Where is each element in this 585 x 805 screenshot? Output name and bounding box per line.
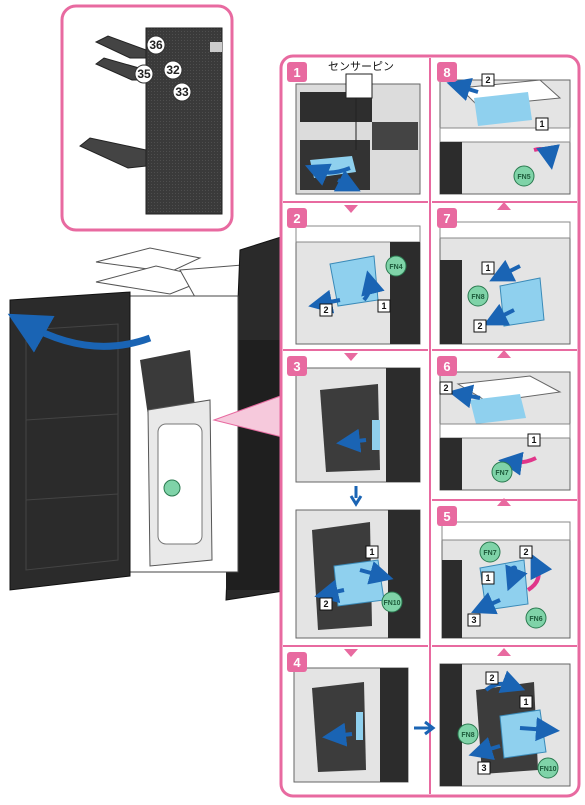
box-label: 2 (519, 545, 533, 559)
step-3b: FN10 1 2 (295, 509, 421, 639)
svg-text:35: 35 (137, 67, 151, 81)
knob-FN8: FN8 (467, 285, 489, 307)
box-label: 2 (319, 597, 333, 611)
svg-text:FN8: FN8 (461, 732, 474, 739)
box-label: 1 (377, 299, 391, 313)
svg-text:7: 7 (443, 211, 450, 226)
step-8-badge: 8 (437, 62, 457, 82)
box-label: 2 (485, 671, 499, 685)
step-4b: FN8 FN10 2 1 3 (439, 663, 571, 787)
finisher-tray-inset: 36 35 32 33 (60, 4, 234, 232)
svg-text:8: 8 (443, 65, 450, 80)
flow-arrow-down-blue (349, 486, 363, 507)
knob-FN7: FN7 (491, 461, 513, 483)
step-4-badge: 4 (287, 652, 307, 672)
svg-text:2: 2 (523, 547, 528, 557)
box-label: 2 (439, 381, 453, 395)
svg-text:2: 2 (293, 211, 300, 226)
step-2: FN4 2 1 2 (287, 208, 421, 345)
svg-text:2: 2 (443, 383, 448, 393)
step-4: 4 (287, 652, 409, 783)
svg-text:FN8: FN8 (471, 294, 484, 301)
flow-arrow-down (344, 649, 358, 657)
step-6-badge: 6 (437, 356, 457, 376)
svg-text:33: 33 (175, 85, 189, 99)
knob-FN4: FN4 (385, 255, 407, 277)
svg-text:1: 1 (523, 697, 528, 707)
flow-arrow-up (497, 648, 511, 656)
svg-text:1: 1 (369, 547, 374, 557)
finisher-machine-open (7, 235, 291, 601)
svg-text:32: 32 (166, 63, 180, 77)
svg-text:FN10: FN10 (383, 600, 400, 607)
knob-FN10: FN10 (381, 591, 403, 613)
step-3-badge: 3 (287, 356, 307, 376)
knob-FN10: FN10 (537, 757, 559, 779)
knob-FN5: FN5 (513, 165, 535, 187)
tray-label-32: 32 (163, 60, 183, 80)
svg-text:5: 5 (443, 509, 450, 524)
svg-text:FN6: FN6 (529, 616, 542, 623)
step-1: センサーピン 1 (287, 60, 421, 195)
step-7-badge: 7 (437, 208, 457, 228)
box-label: 1 (519, 695, 533, 709)
step-5-badge: 5 (437, 506, 457, 526)
knob-FN6: FN6 (525, 607, 547, 629)
knob-FN7: FN7 (479, 541, 501, 563)
svg-text:1: 1 (381, 301, 386, 311)
flow-arrow-right-blue (414, 720, 436, 736)
svg-text:3: 3 (481, 763, 486, 773)
box-label: 1 (535, 117, 549, 131)
step-8: FN5 2 1 8 (437, 62, 571, 195)
svg-text:3: 3 (471, 615, 476, 625)
svg-text:2: 2 (323, 305, 328, 315)
box-label: 1 (365, 545, 379, 559)
flow-arrow-down (344, 205, 358, 213)
svg-text:1: 1 (539, 119, 544, 129)
flow-arrow-down (344, 353, 358, 361)
step-5: FN7 FN6 2 1 3 5 (437, 506, 571, 639)
step-1-badge: 1 (287, 62, 307, 82)
svg-text:2: 2 (323, 599, 328, 609)
svg-text:FN7: FN7 (483, 550, 496, 557)
svg-text:FN4: FN4 (389, 264, 402, 271)
svg-text:36: 36 (149, 38, 163, 52)
step-2-badge: 2 (287, 208, 307, 228)
svg-text:FN5: FN5 (517, 174, 530, 181)
step-6: FN7 2 1 6 (437, 356, 571, 491)
box-label: 1 (481, 571, 495, 585)
box-label: 2 (473, 319, 487, 333)
flow-arrow-up (497, 498, 511, 506)
svg-text:6: 6 (443, 359, 450, 374)
step-7: FN8 1 2 7 (437, 208, 571, 345)
svg-text:2: 2 (485, 75, 490, 85)
step-3: 3 (287, 356, 421, 483)
svg-text:3: 3 (293, 359, 300, 374)
box-label: 2 (319, 303, 333, 317)
svg-text:1: 1 (485, 263, 490, 273)
svg-text:2: 2 (477, 321, 482, 331)
flow-arrow-up (497, 350, 511, 358)
box-label: 1 (481, 261, 495, 275)
knob-FN8: FN8 (457, 723, 479, 745)
svg-text:4: 4 (293, 655, 301, 670)
box-label: 3 (477, 761, 491, 775)
svg-text:1: 1 (531, 435, 536, 445)
sensor-pin-label: センサーピン (328, 60, 394, 73)
svg-text:1: 1 (485, 573, 490, 583)
tray-label-35: 35 (134, 64, 154, 84)
svg-text:FN7: FN7 (495, 470, 508, 477)
flow-arrow-up (497, 202, 511, 210)
tray-label-33: 33 (172, 82, 192, 102)
tray-label-36: 36 (146, 35, 166, 55)
svg-text:FN10: FN10 (539, 766, 556, 773)
svg-text:1: 1 (293, 65, 300, 80)
box-label: 1 (527, 433, 541, 447)
box-label: 2 (481, 73, 495, 87)
box-label: 3 (467, 613, 481, 627)
svg-text:2: 2 (489, 673, 494, 683)
